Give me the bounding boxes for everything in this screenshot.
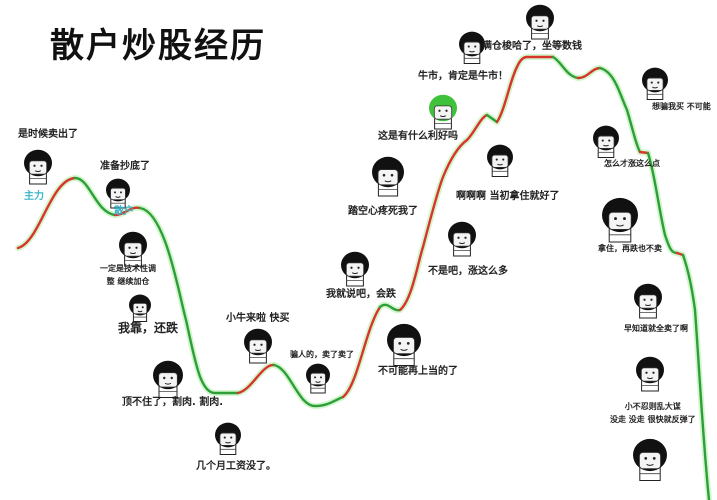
rising-segment	[113, 206, 142, 217]
caption: 怎么才涨这么点	[604, 159, 660, 168]
mushroom-head-character-icon	[387, 323, 421, 367]
mushroom-head-character-icon	[526, 4, 554, 40]
mushroom-head-character-icon	[636, 356, 664, 392]
caption: 小不忍则乱大谋 没走 没走 很快就反弹了	[610, 402, 696, 424]
mushroom-head-character-icon	[487, 144, 513, 177]
falling-segment	[138, 206, 240, 395]
caption: 踏空心疼死我了	[348, 206, 418, 217]
rising-segment	[236, 363, 276, 395]
main-force-character-icon	[24, 149, 52, 185]
caption: 这是有什么利好吗	[378, 131, 458, 142]
mushroom-head-character-icon	[593, 125, 619, 158]
mushroom-head-character-icon	[106, 178, 130, 209]
main-force-tag: 主力	[24, 191, 44, 202]
caption: 想骗我买 不可能	[652, 102, 711, 111]
rising-segment	[495, 55, 555, 124]
mushroom-head-character-icon	[306, 363, 330, 394]
rising-segment	[638, 150, 650, 155]
caption: 拿住，再跌也不卖	[598, 244, 662, 253]
caption: 骗人的，卖了卖了	[290, 350, 354, 359]
mushroom-head-character-icon	[372, 156, 404, 197]
caption: 一定是技术性调 整 继续加仓	[100, 264, 156, 286]
falling-segment	[272, 363, 345, 408]
mushroom-head-character-icon	[215, 422, 241, 455]
caption: 不是吧，涨这么多	[428, 266, 508, 277]
caption: 啊啊啊 当初拿住就好了	[456, 191, 560, 202]
falling-segment	[598, 66, 642, 154]
retail-tag: 散户	[114, 206, 134, 217]
rising-segment	[16, 176, 77, 250]
mushroom-head-character-icon	[129, 294, 151, 322]
rising-segment	[398, 113, 489, 312]
rising-segment	[341, 305, 382, 399]
caption: 早知道就全卖了啊	[624, 324, 688, 333]
falling-segment	[378, 303, 402, 312]
mushroom-head-character-icon	[153, 360, 183, 398]
mushroom-head-character-icon	[642, 67, 668, 100]
mushroom-head-character-icon	[634, 283, 662, 319]
caption: 是时候卖出了	[18, 129, 78, 140]
mushroom-head-character-icon	[119, 231, 147, 267]
caption: 不可能再上当的了	[378, 366, 458, 377]
falling-segment	[646, 151, 679, 255]
falling-segment	[73, 176, 117, 217]
mushroom-head-character-icon	[244, 328, 272, 364]
caption: 小牛来啦 快买	[226, 313, 290, 324]
caption: 牛市，肯定是牛市！	[418, 71, 508, 82]
falling-segment	[485, 113, 499, 124]
caption: 顶不住了，割肉. 割肉.	[122, 397, 224, 408]
falling-segment	[551, 55, 580, 80]
mushroom-head-character-icon	[341, 251, 369, 287]
mushroom-head-character-icon	[448, 221, 476, 257]
title: 散户炒股经历	[50, 26, 266, 66]
mushroom-head-character-icon	[602, 197, 638, 243]
rising-segment	[576, 66, 602, 80]
caption: 我就说吧，会跌	[326, 289, 396, 300]
caption: 准备抄底了	[100, 161, 150, 172]
caption: 我靠，还跌	[118, 321, 179, 335]
caption: 满仓梭哈了，坐等数钱	[482, 41, 582, 52]
falling-segment	[681, 253, 711, 500]
mushroom-head-character-icon	[633, 438, 667, 482]
mushroom-head-character-icon	[459, 31, 485, 64]
caption: 几个月工资没了。	[196, 461, 276, 472]
mushroom-head-character-icon	[429, 94, 457, 130]
